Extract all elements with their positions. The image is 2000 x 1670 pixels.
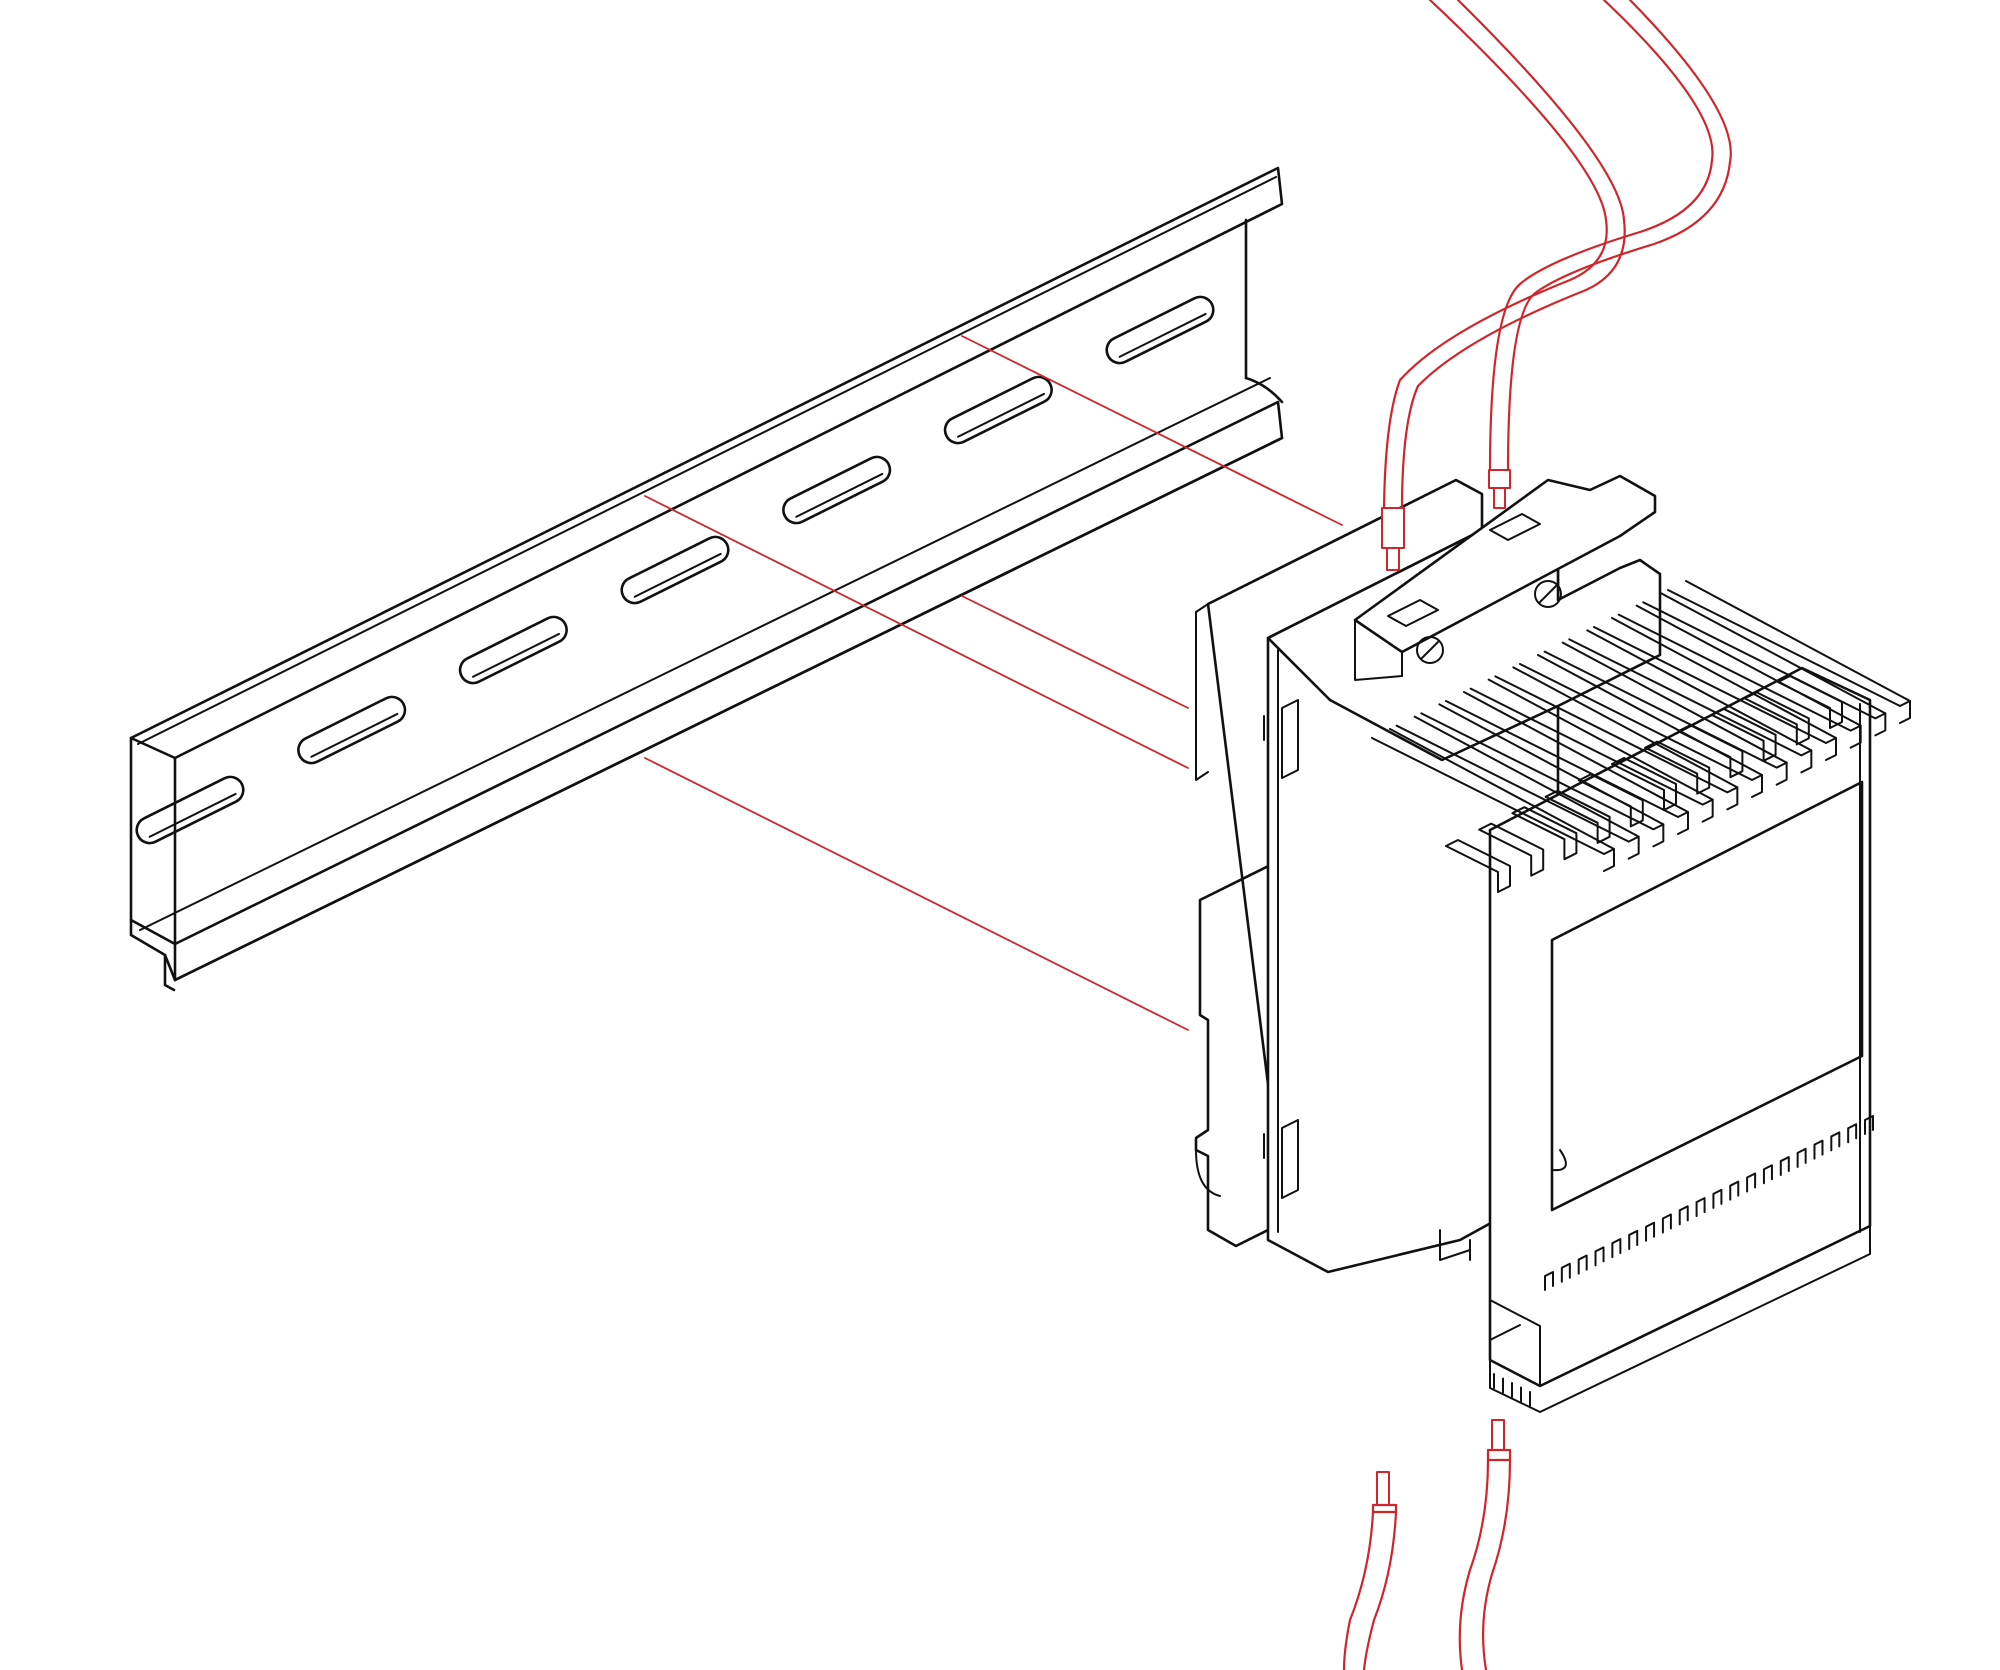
top-fin-edge [1660, 592, 1887, 715]
bottom-tooth [1729, 1180, 1740, 1201]
lower-fin [1710, 707, 1777, 762]
bottom-tooth [1577, 1254, 1588, 1275]
top-fin-edge [1389, 728, 1615, 850]
module-bottom-teeth [1493, 1115, 1874, 1407]
rail-slots [135, 295, 1215, 845]
lower-fin [1478, 822, 1545, 877]
lower-fin [1445, 839, 1511, 893]
top-fin-edge [1463, 691, 1689, 813]
bottom-tooth [1695, 1197, 1706, 1218]
lower-fin [1644, 740, 1711, 795]
lower-fin [1743, 691, 1810, 746]
top-fin-edge [1487, 678, 1714, 801]
alignment-guides [644, 335, 1343, 1031]
top-fin-edge [1413, 715, 1640, 838]
rail-slot [1105, 295, 1215, 365]
bottom-tooth [1611, 1238, 1622, 1259]
bottom-tooth [1560, 1262, 1571, 1283]
bottom-tooth [1678, 1205, 1689, 1226]
bottom-tooth [1661, 1213, 1672, 1234]
top-fin-edge [1561, 641, 1788, 764]
wires [1342, 0, 1732, 1670]
top-fin-edge [1685, 580, 1911, 702]
bottom-tooth [1813, 1139, 1824, 1160]
bottom-tooth [1847, 1123, 1858, 1144]
bottom-tooth [1594, 1246, 1605, 1267]
bottom-tooth [1746, 1172, 1757, 1193]
lower-fin [1677, 724, 1744, 779]
rail-slot [135, 775, 245, 845]
din-rail [129, 166, 1284, 992]
module-lower-fins [1445, 675, 1843, 893]
bottom-tooth [1864, 1115, 1874, 1135]
bottom-tooth [1712, 1188, 1723, 1209]
bottom-tooth [1544, 1271, 1554, 1291]
top-fin-edge [1586, 629, 1813, 752]
bottom-tooth [1796, 1147, 1807, 1168]
top-fin-edge [1512, 666, 1739, 789]
lower-fin [1777, 675, 1843, 729]
rail-slot [620, 535, 730, 605]
rail-slot [782, 455, 892, 525]
rail-slot [943, 375, 1053, 445]
lower-fin [1511, 806, 1578, 861]
top-fin-edge [1611, 617, 1837, 739]
bottom-tooth [1628, 1229, 1639, 1250]
lower-fin [1611, 757, 1677, 811]
bottom-tooth [1779, 1156, 1790, 1177]
din-module [1194, 474, 1872, 1413]
lower-fin [1577, 773, 1644, 828]
lower-fin [1544, 789, 1611, 844]
rail-slot [297, 695, 407, 765]
bottom-tooth [1762, 1164, 1773, 1185]
rail-slot [458, 615, 568, 685]
bottom-tooth [1645, 1221, 1656, 1242]
bottom-tooth [1830, 1131, 1841, 1152]
